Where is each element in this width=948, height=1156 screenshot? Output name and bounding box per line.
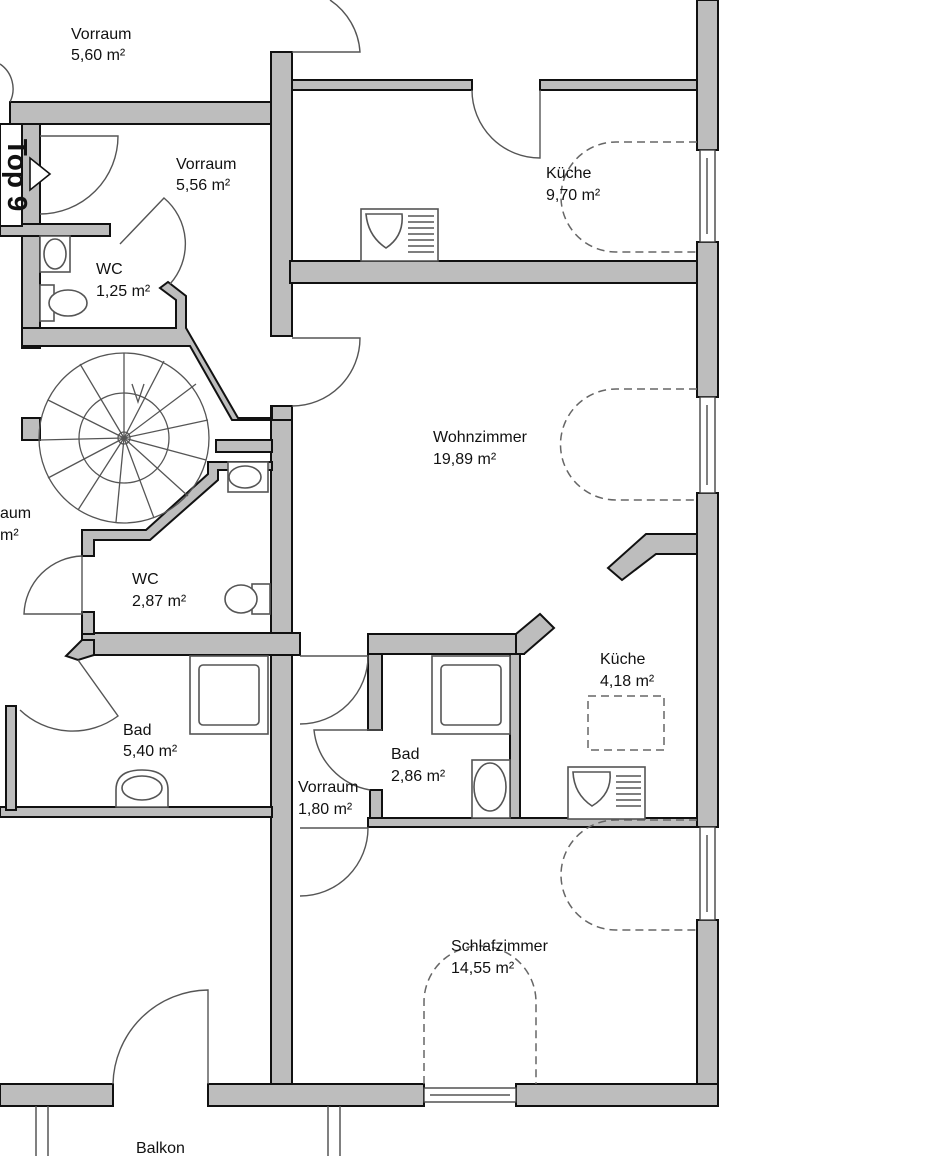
wall-stair-right xyxy=(215,439,273,453)
wall-bad2-top xyxy=(367,633,525,655)
room-area: 1,80 m² xyxy=(298,801,353,818)
sink-kueche2 xyxy=(567,766,646,820)
door-wc1 xyxy=(119,197,187,285)
walls xyxy=(0,0,719,1107)
wall-bad1-bottom xyxy=(0,806,273,818)
room-name: Vorraum xyxy=(71,26,131,43)
fixtures xyxy=(39,208,646,820)
cut-off-room-name: aum xyxy=(0,505,31,522)
door-wc2 xyxy=(23,555,83,615)
room-area: 9,70 m² xyxy=(546,187,601,204)
bad1-fixtures xyxy=(115,655,269,808)
door-kueche1 xyxy=(471,89,541,159)
unit-label-box xyxy=(0,123,23,227)
wall-bottom xyxy=(515,1083,719,1107)
wall-wc1-bottom xyxy=(21,280,293,421)
door-entrance xyxy=(39,135,119,215)
door-vorraum3-bottom xyxy=(299,827,369,897)
exterior-wall-right xyxy=(696,0,719,151)
exterior-wall-right xyxy=(696,919,719,1107)
exterior-wall-right xyxy=(696,241,719,398)
wall-vertical-main xyxy=(270,51,293,337)
windows xyxy=(423,149,716,1103)
room-name: Vorraum xyxy=(298,779,358,796)
wall-kueche-wohnzimmer xyxy=(289,260,698,284)
room-area: 2,87 m² xyxy=(132,593,187,610)
window-swing-wohnzimmer xyxy=(559,388,697,501)
wall-top-kueche xyxy=(539,79,698,91)
wall-top-kueche xyxy=(289,79,473,91)
door-bad2 xyxy=(313,729,382,791)
room-area: 4,18 m² xyxy=(600,673,655,690)
window-swing-bottom xyxy=(423,945,537,1084)
wall-bad2-left-lower xyxy=(369,789,383,821)
room-name: Wohnzimmer xyxy=(433,429,528,446)
door-left-top xyxy=(0,63,14,103)
room-name: Küche xyxy=(546,165,591,182)
wc1-fixtures xyxy=(39,235,88,322)
entrance-arrow-icon xyxy=(29,156,52,192)
room-labels: Vorraum 5,60 m² Vorraum 5,56 m² Küche 9,… xyxy=(0,26,655,1156)
room-name: WC xyxy=(132,571,159,588)
wall-bad2-bottom xyxy=(367,817,698,828)
wc2-fixtures xyxy=(224,461,271,615)
room-area: 14,55 m² xyxy=(451,960,515,977)
wall-vertical-main xyxy=(270,405,293,1107)
room-area: 5,56 m² xyxy=(176,177,231,194)
wall-bad1-left xyxy=(5,705,17,811)
wall-stair xyxy=(21,417,41,441)
room-name: Schlafzimmer xyxy=(451,938,549,955)
door-balkon xyxy=(112,989,209,1085)
door-wohnzimmer xyxy=(291,337,361,407)
wall-wc2-bottom xyxy=(81,632,301,656)
wall-kueche2-diagonal xyxy=(515,612,556,655)
wall-bottom xyxy=(207,1083,425,1107)
wall-bottom xyxy=(0,1083,114,1107)
room-name: WC xyxy=(96,261,123,278)
dashed-outlines xyxy=(423,141,697,1084)
bad2-fixtures xyxy=(431,655,511,819)
unit-label: Top 9 xyxy=(2,139,33,212)
wall-bad2-right xyxy=(509,653,521,821)
door-vorraum3-top xyxy=(299,655,369,725)
room-area: 5,40 m² xyxy=(123,743,178,760)
room-name: Vorraum xyxy=(176,156,236,173)
room-name: Küche xyxy=(600,651,645,668)
cut-off-room-area: m² xyxy=(0,527,19,544)
wall-wc2-left xyxy=(81,611,95,635)
door-bad1 xyxy=(19,659,119,732)
wall-bad2-left xyxy=(367,653,383,731)
wall-wc2-top xyxy=(81,461,273,557)
room-area: 1,25 m² xyxy=(96,283,151,300)
balkon-label: Balkon xyxy=(136,1140,185,1156)
room-name: Bad xyxy=(123,722,151,739)
wall-bad1-corner xyxy=(64,639,95,662)
wall-top xyxy=(9,101,273,125)
entrance-marker: Top 9 xyxy=(0,123,52,227)
room-name: Bad xyxy=(391,746,419,763)
exterior-wall-right xyxy=(696,492,719,828)
spiral-staircase xyxy=(38,352,210,524)
room-area: 19,89 m² xyxy=(433,451,497,468)
kueche2-table xyxy=(587,695,665,751)
sink-kueche1 xyxy=(360,208,439,262)
room-area: 5,60 m² xyxy=(71,47,126,64)
room-area: 2,86 m² xyxy=(391,768,446,785)
window-swing-schlafzimmer xyxy=(560,819,697,931)
doors xyxy=(0,0,541,1085)
wall-wohnzimmer-diagonal xyxy=(606,533,698,582)
door-vorraum-top xyxy=(292,0,361,53)
balkon-railing xyxy=(35,1106,341,1156)
